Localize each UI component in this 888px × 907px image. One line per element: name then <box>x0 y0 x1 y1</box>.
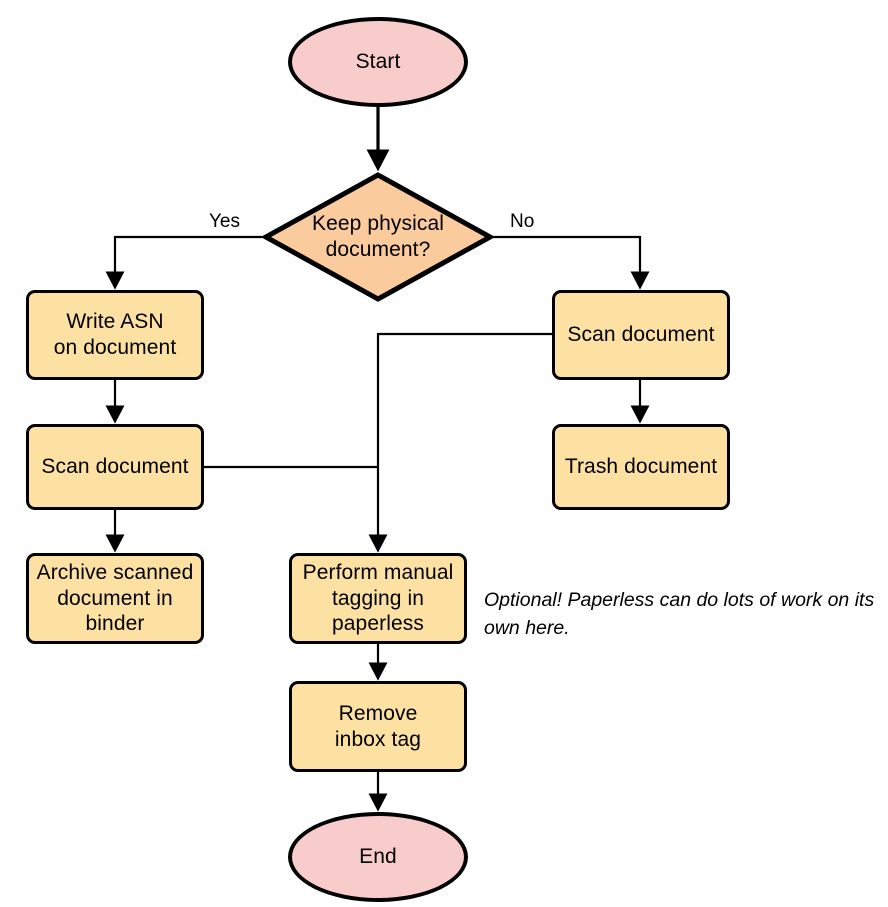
node-perform-manual-tagging[interactable]: Perform manual tagging in paperless <box>289 553 467 644</box>
node-remove-inbox-tag-label: Remove inbox tag <box>334 701 422 751</box>
node-scan-document-left-label: Scan document <box>41 455 189 479</box>
node-scan-document-left[interactable]: Scan document <box>26 424 204 510</box>
node-remove-inbox-tag[interactable]: Remove inbox tag <box>289 681 467 772</box>
edge-scan-right-to-tagging <box>368 332 552 553</box>
node-write-asn-label: Write ASN on document <box>53 310 177 359</box>
edge-label-yes: Yes <box>209 211 240 232</box>
node-scan-document-right-label: Scan document <box>567 323 715 347</box>
node-end-label: End <box>359 845 397 869</box>
edge-decision-yes-to-write-asn <box>105 235 263 290</box>
node-archive-scanned-document-label: Archive scanned document in binder <box>36 561 194 636</box>
node-end[interactable]: End <box>288 812 468 902</box>
node-trash-document-label: Trash document <box>564 455 718 479</box>
diamond-shape-icon <box>263 172 493 302</box>
node-decision-label: Keep physical document? <box>311 212 445 261</box>
node-perform-manual-tagging-label: Perform manual tagging in paperless <box>302 561 454 636</box>
edge-decision-no-to-scan-right <box>493 235 650 290</box>
edge-label-no: No <box>510 211 535 232</box>
node-decision-keep-physical-document[interactable]: Keep physical document? <box>263 172 493 302</box>
node-start[interactable]: Start <box>288 17 468 107</box>
node-start-label: Start <box>355 50 401 74</box>
node-write-asn-on-document[interactable]: Write ASN on document <box>26 290 204 380</box>
node-scan-document-right[interactable]: Scan document <box>552 290 730 380</box>
annotation-optional-note: Optional! Paperless can do lots of work … <box>484 589 875 640</box>
node-trash-document[interactable]: Trash document <box>552 424 730 510</box>
node-archive-scanned-document[interactable]: Archive scanned document in binder <box>26 553 204 644</box>
